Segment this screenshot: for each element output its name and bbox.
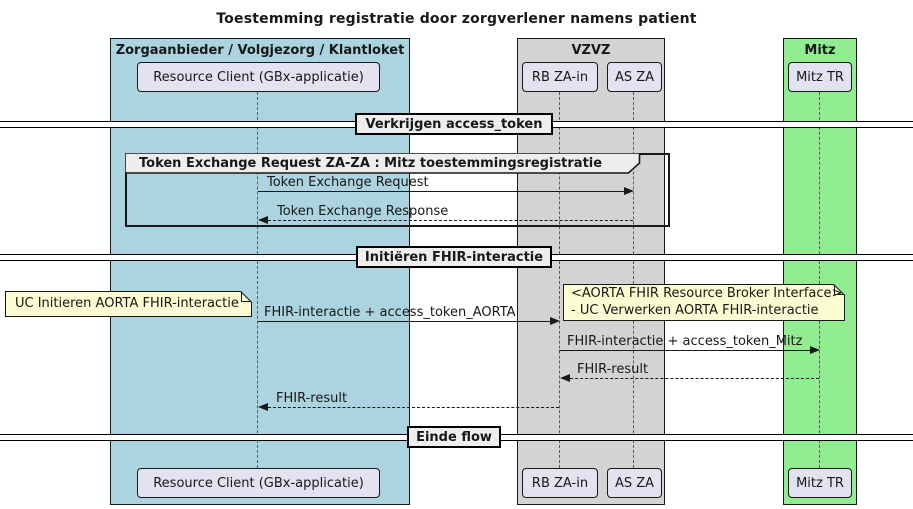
arrowhead-right-icon (810, 346, 820, 354)
note-uc-initieren-aorta: UC Initieren AORTA FHIR-interactie (5, 291, 252, 317)
divider-einde-flow: Einde flow (407, 426, 501, 448)
participant-as-za-top: AS ZA (607, 62, 662, 92)
diagram-title: Toestemming registratie door zorgverlene… (216, 11, 697, 27)
arrowhead-right-icon (550, 317, 560, 325)
participant-resource-client-bottom: Resource Client (GBx-applicatie) (137, 468, 380, 498)
note-body (6, 292, 251, 316)
message-token-exchange-request: Token Exchange Request (267, 175, 429, 190)
arrowhead-left-icon (258, 403, 268, 411)
message-line-token-exchange-response (268, 220, 633, 221)
actor-group-mitz: Mitz (783, 38, 857, 505)
participant-as-za-bottom: AS ZA (607, 468, 662, 498)
participant-mitz-tr-bottom: Mitz TR (788, 468, 852, 498)
lifeline-rb-za-in (559, 92, 560, 468)
participant-resource-client-top: Resource Client (GBx-applicatie) (137, 62, 380, 92)
note-text-line1: <AORTA FHIR Resource Broker Interface> (571, 286, 843, 301)
divider-verkrijgen-access-token: Verkrijgen access_token (355, 113, 553, 135)
note-body (564, 285, 844, 320)
participant-rb-za-in-bottom: RB ZA-in (522, 468, 598, 498)
arrowhead-left-icon (258, 216, 268, 224)
message-line-fhir-interactie-aorta (258, 321, 550, 322)
participant-rb-za-in-top: RB ZA-in (522, 62, 598, 92)
participant-mitz-tr-top: Mitz TR (788, 62, 852, 92)
group-label-vzvz: VZVZ (571, 43, 611, 58)
note-aorta-fhir-broker: <AORTA FHIR Resource Broker Interface> -… (563, 284, 845, 321)
group-label-mitz: Mitz (804, 43, 836, 58)
arrowhead-left-icon (560, 374, 570, 382)
message-line-token-exchange-request (258, 191, 624, 192)
group-label-zorgaanbieder: Zorgaanbieder / Volgjezorg / Klantloket (115, 43, 405, 58)
lifeline-mitz-tr (819, 92, 820, 468)
message-fhir-result-mitz: FHIR-result (577, 362, 649, 377)
note-fold-corner (834, 285, 844, 295)
arrowhead-right-icon (624, 187, 634, 195)
divider-initieren-fhir-interactie: Initiëren FHIR-interactie (356, 246, 552, 268)
message-fhir-interactie-mitz: FHIR-interactie + access_token_Mitz (567, 334, 803, 349)
frame-title: Token Exchange Request ZA-ZA : Mitz toes… (139, 156, 603, 171)
group-frame-token-exchange: Token Exchange Request ZA-ZA : Mitz toes… (125, 153, 670, 227)
message-line-fhir-interactie-mitz (559, 350, 810, 351)
lifeline-as-za (633, 92, 634, 468)
lifeline-resource-client (257, 92, 258, 468)
message-line-fhir-result-client (268, 407, 559, 408)
message-line-fhir-result-mitz (570, 378, 819, 379)
note-text: UC Initieren AORTA FHIR-interactie (15, 296, 239, 311)
note-fold-corner (241, 292, 251, 302)
note-text: <AORTA FHIR Resource Broker Interface> -… (571, 286, 842, 319)
message-token-exchange-response: Token Exchange Response (277, 204, 449, 219)
frame-header-pentagon (125, 153, 641, 174)
message-fhir-interactie-aorta: FHIR-interactie + access_token_AORTA (264, 305, 516, 320)
message-fhir-result-client: FHIR-result (276, 391, 348, 406)
note-text-line2: - UC Verwerken AORTA FHIR-interactie (571, 302, 819, 318)
